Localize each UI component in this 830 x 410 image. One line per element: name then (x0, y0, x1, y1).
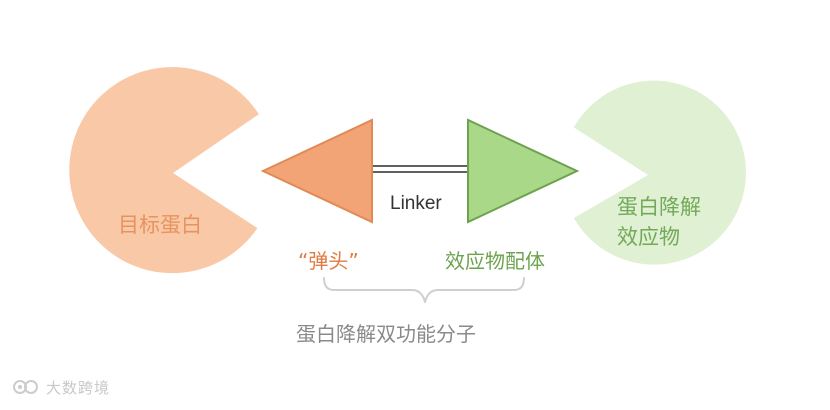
e3-label-line2: 效应物 (617, 225, 680, 249)
ligand-label: 效应物配体 (445, 249, 545, 273)
e3-effector-shape (573, 80, 746, 265)
ligand-triangle (467, 118, 580, 224)
warhead-triangle (260, 118, 373, 224)
watermark-text: 大数跨境 (46, 378, 111, 397)
target-protein-label: 目标蛋白 (118, 213, 202, 237)
molecule-brace (323, 277, 525, 303)
brand-logo-icon (13, 380, 38, 394)
protac-label: 蛋白降解双功能分子 (296, 322, 476, 346)
target-protein-shape (69, 67, 259, 274)
linker-label: Linker (390, 193, 442, 214)
watermark: 大数跨境 (12, 376, 110, 398)
e3-effector-label: 蛋白降解 效应物 (617, 192, 701, 252)
e3-label-line1: 蛋白降解 (617, 195, 701, 219)
warhead-label: “弹头” (298, 249, 359, 273)
